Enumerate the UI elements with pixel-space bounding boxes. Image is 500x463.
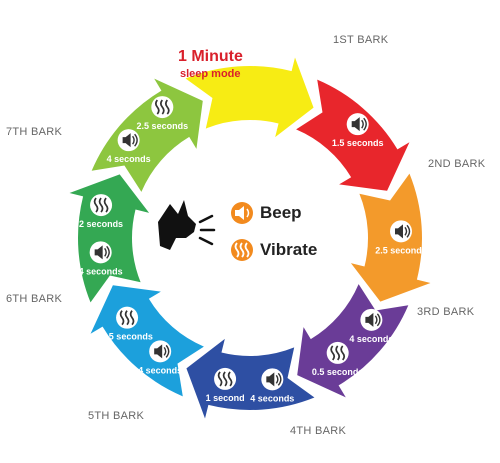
segment-bark6: 4 seconds 2 seconds (69, 174, 150, 303)
speaker-icon (346, 113, 369, 136)
arrow-bark7 (91, 78, 203, 192)
label-bark7: 7TH BARK (6, 126, 63, 138)
speaker-icon (149, 340, 172, 363)
label-bark2: 2ND BARK (428, 158, 486, 170)
barking-dog-icon (158, 200, 216, 250)
segment-bark5: 4 seconds 1.5 seconds (90, 285, 204, 397)
speaker-icon (89, 241, 112, 264)
legend-vibrate-label: Vibrate (260, 240, 318, 259)
arrow-bark3 (297, 284, 409, 398)
segment-bark2: 2.5 seconds (350, 173, 431, 302)
speaker-icon (389, 220, 412, 243)
vibrate-icon (214, 367, 237, 390)
duration-label: 2 seconds (79, 219, 123, 229)
segment-bark1: 1.5 seconds (296, 79, 410, 191)
label-bark3: 3RD BARK (417, 306, 475, 318)
label-bark6: 6TH BARK (6, 293, 63, 305)
duration-label: 1 second (206, 393, 245, 403)
duration-label: 0.5 seconds (312, 367, 364, 377)
segment-bark4: 4 seconds 1 second (186, 338, 315, 419)
speaker-icon (261, 368, 284, 391)
segment-bark7: 4 seconds 2.5 seconds (91, 78, 203, 192)
label-bark4: 4TH BARK (290, 425, 347, 437)
vibrate-icon (151, 96, 174, 119)
duration-label: 4 seconds (107, 154, 151, 164)
legend-vibrate-icon (231, 239, 253, 261)
arrow-bark4 (186, 338, 315, 419)
legend-beep-icon (231, 202, 253, 224)
arrow-sleep (185, 57, 314, 138)
arrow-bark1 (296, 79, 410, 191)
arrow-bark2 (350, 173, 431, 302)
label-bark1: 1ST BARK (333, 34, 389, 46)
vibrate-icon (326, 341, 349, 364)
vibrate-icon (90, 194, 113, 217)
legend-beep-label: Beep (260, 203, 302, 222)
duration-label: 1.5 seconds (332, 138, 384, 148)
duration-label: 4 seconds (349, 334, 393, 344)
duration-label: 2.5 seconds (375, 245, 427, 255)
duration-label: 4 seconds (138, 365, 182, 375)
label-bark5: 5TH BARK (88, 410, 145, 422)
segment-sleep (185, 57, 314, 138)
sleep-mode-label: sleep mode (180, 68, 241, 80)
duration-label: 4 seconds (250, 393, 294, 403)
speaker-icon (117, 129, 140, 152)
sleep-mode-duration: 1 Minute (178, 48, 243, 65)
duration-label: 4 seconds (79, 266, 123, 276)
duration-label: 1.5 seconds (101, 332, 153, 342)
speaker-icon (360, 308, 383, 331)
duration-label: 2.5 seconds (137, 121, 189, 131)
arrow-bark6 (69, 174, 150, 303)
segment-bark3: 4 seconds 0.5 seconds (297, 284, 409, 398)
vibrate-icon (116, 306, 139, 329)
